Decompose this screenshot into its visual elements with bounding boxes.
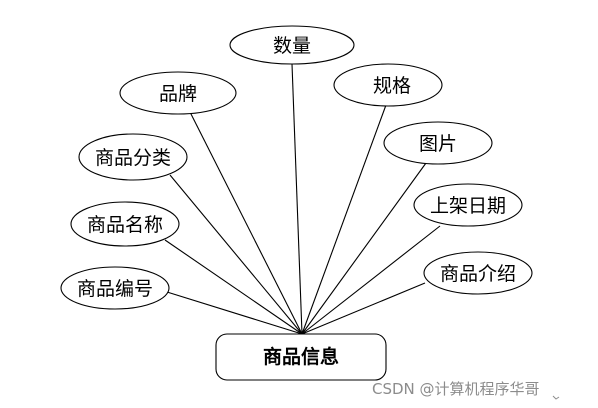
attribute-brand: 品牌 — [119, 71, 237, 115]
line-spec — [301, 104, 387, 335]
attribute-label: 商品分类 — [95, 147, 171, 169]
line-image — [301, 162, 427, 335]
entity-product-info: 商品信息 — [215, 333, 387, 381]
attribute-label: 规格 — [373, 75, 411, 97]
attribute-listing-date: 上架日期 — [413, 183, 523, 227]
attribute-label: 数量 — [273, 35, 311, 57]
line-category — [169, 174, 303, 335]
attribute-spec: 规格 — [333, 63, 443, 107]
line-intro — [301, 282, 426, 335]
line-number — [166, 291, 303, 335]
attribute-label: 品牌 — [159, 83, 197, 105]
attribute-intro: 商品介绍 — [423, 251, 533, 295]
line-name — [164, 239, 303, 335]
watermark: CSDN @计算机程序华哥 — [372, 380, 540, 398]
line-brand — [189, 111, 303, 335]
corner-mark-icon — [552, 395, 560, 400]
attribute-number: 商品编号 — [60, 266, 170, 310]
attribute-label: 图片 — [419, 133, 457, 155]
connector-lines — [164, 63, 441, 335]
attribute-label: 商品介绍 — [440, 263, 516, 285]
entity-label: 商品信息 — [263, 345, 339, 368]
attribute-label: 商品名称 — [87, 214, 163, 236]
attribute-quantity: 数量 — [229, 25, 355, 65]
attribute-image: 图片 — [383, 121, 493, 165]
attribute-label: 上架日期 — [430, 195, 506, 217]
line-quantity — [291, 63, 303, 335]
attribute-name: 商品名称 — [70, 201, 180, 247]
line-listing-date — [301, 225, 441, 335]
attribute-label: 商品编号 — [77, 278, 153, 300]
attribute-category: 商品分类 — [78, 133, 188, 181]
